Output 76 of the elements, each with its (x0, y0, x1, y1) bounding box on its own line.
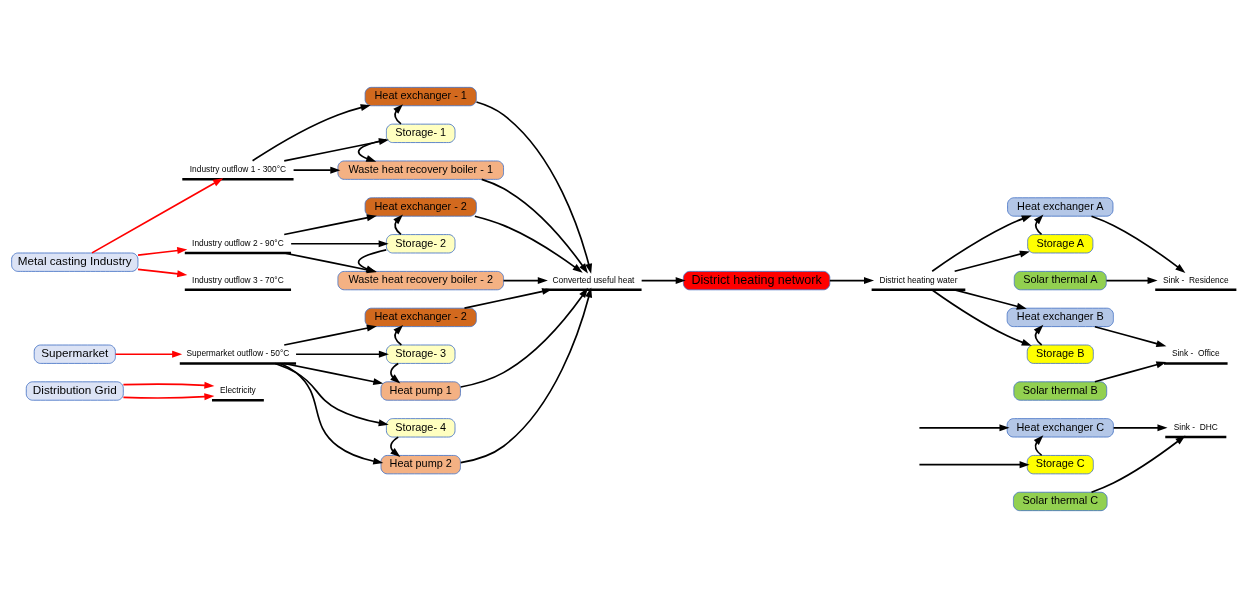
node-text: Converted useful heat (552, 274, 635, 285)
node-box: Solar thermal A (1013, 270, 1107, 290)
node-box: Heat pump 2 (380, 454, 461, 474)
arrow (283, 362, 384, 385)
arrow (640, 276, 686, 284)
arrow (475, 100, 593, 274)
node-box: Metal casting Industry (11, 252, 139, 272)
node-text: Sink - Residence (1163, 274, 1229, 285)
node-box: Solar thermal B (1013, 380, 1108, 401)
arrow (283, 213, 377, 235)
node-box: Storage- 2 (386, 233, 456, 253)
node-box: Waste heat recovery boiler - 2 (337, 270, 504, 290)
arrow (1090, 214, 1186, 273)
arrow (931, 214, 1032, 272)
arrow (137, 267, 188, 277)
arrow (122, 381, 215, 389)
arrow (393, 214, 403, 235)
arrow (137, 246, 188, 256)
arrow (122, 392, 215, 400)
node-box: Heat exchanger - 1 (364, 86, 477, 106)
arrow (474, 214, 583, 273)
arrow (953, 250, 1030, 272)
node-text: Supermarket outflow - 50°C (186, 347, 290, 358)
node-box: Heat exchanger A (1007, 196, 1114, 217)
arrow (1033, 214, 1044, 235)
arrow (1105, 276, 1158, 284)
arrow (390, 435, 401, 457)
node-text: District heating water (879, 274, 958, 285)
node-box: Storage- 3 (386, 344, 456, 364)
arrow (274, 362, 389, 426)
node-box: Solar thermal C (1013, 491, 1108, 511)
arrow (459, 286, 593, 463)
arrow (390, 362, 401, 383)
node-box: District heating network (683, 270, 831, 290)
node-box: Heat exchanger - 2 (364, 307, 477, 327)
arrow (91, 177, 224, 254)
arrow (279, 362, 384, 465)
node-text: Sink - Office (1171, 347, 1220, 358)
arrow (953, 288, 1027, 310)
arrow (1090, 435, 1186, 493)
arrow (828, 276, 875, 284)
node-box: Supermarket (33, 344, 116, 364)
node-text: Sink - DHC (1173, 421, 1218, 432)
node-box: Heat exchanger B (1006, 307, 1114, 327)
arrow (114, 350, 183, 358)
arrow (459, 287, 588, 388)
node-box: Waste heat recovery boiler - 1 (337, 160, 504, 180)
arrow (290, 239, 389, 247)
node-box: Heat exchanger - 2 (364, 196, 477, 217)
arrow (393, 324, 404, 346)
arrow (480, 178, 588, 273)
node-text: Industry outflow 2 - 90°C (192, 237, 284, 248)
arrow (918, 460, 1030, 468)
node-box: Storage- 4 (386, 417, 456, 437)
arrow (1094, 360, 1167, 383)
node-box: Storage B (1026, 344, 1094, 364)
node-box: Heat exchanger C (1006, 417, 1114, 437)
arrow (1112, 423, 1168, 431)
node-box: Storage- 1 (386, 123, 456, 143)
arrow (393, 103, 403, 125)
arrow (295, 350, 389, 358)
node-text: Industry outflow 3 - 70°C (192, 274, 284, 285)
arrow (931, 288, 1032, 346)
arrow (251, 103, 371, 162)
arrow (292, 166, 341, 174)
arrow (1094, 325, 1167, 347)
arrow (1033, 434, 1044, 456)
arrow (283, 324, 377, 346)
arrow (502, 276, 548, 284)
node-text: Electricity (220, 384, 256, 395)
node-box: Storage C (1026, 454, 1094, 474)
node-box: Storage A (1027, 233, 1094, 253)
arrow (918, 423, 1010, 431)
node-text: Industry outflow 1 - 300°C (189, 163, 287, 174)
node-box: Distribution Grid (25, 380, 124, 401)
node-box: Heat pump 1 (380, 380, 461, 401)
